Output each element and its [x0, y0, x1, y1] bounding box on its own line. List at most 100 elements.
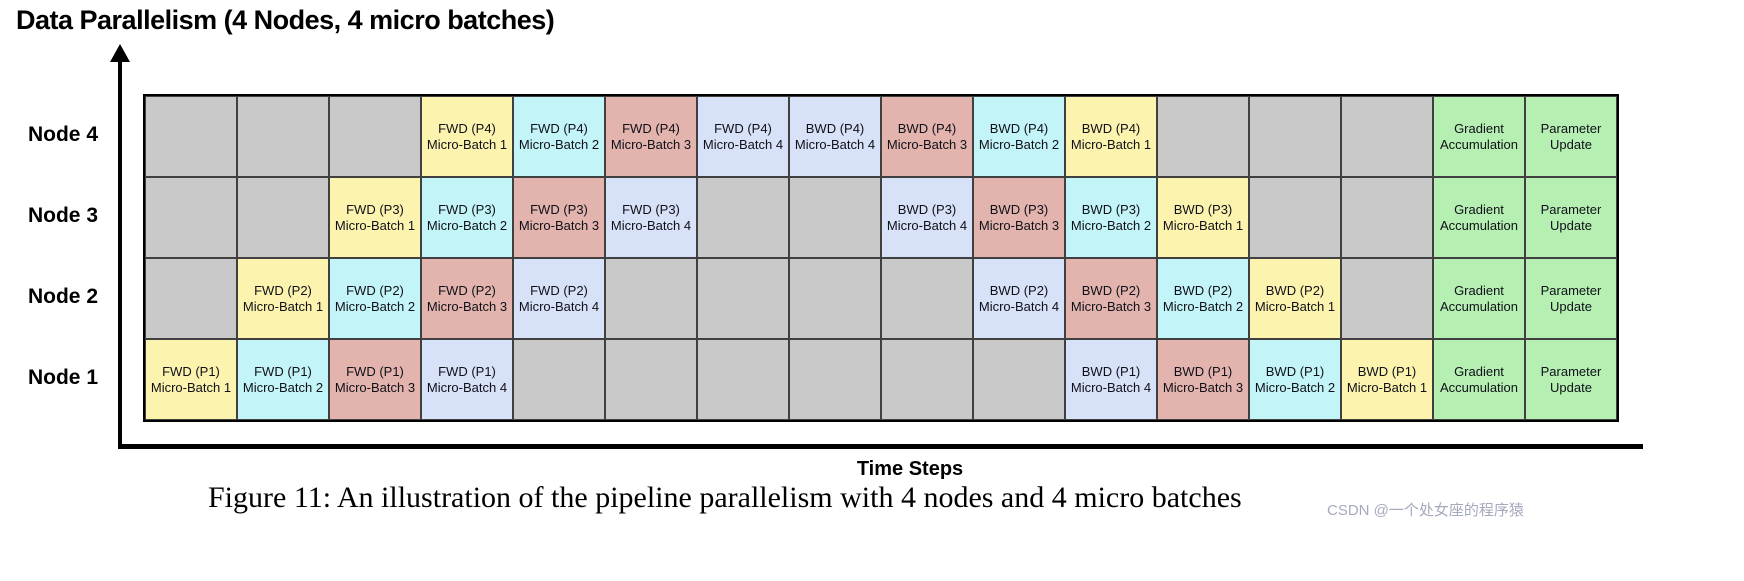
cell-line1: BWD (P4) — [989, 121, 1049, 136]
idle-cell — [145, 177, 237, 258]
cell-line2: Micro-Batch 4 — [886, 217, 968, 233]
idle-cell — [329, 96, 421, 177]
cell-line2: Micro-Batch 4 — [426, 379, 508, 395]
stage-cell: BWD (P4)Micro-Batch 3 — [881, 96, 973, 177]
cell-line1: BWD (P3) — [1173, 202, 1233, 217]
cell-line1: Parameter — [1540, 364, 1602, 379]
idle-cell — [605, 258, 697, 339]
idle-cell — [1249, 177, 1341, 258]
cell-line2: Micro-Batch 2 — [518, 136, 600, 152]
stage-cell: FWD (P1)Micro-Batch 4 — [421, 339, 513, 420]
cell-line1: FWD (P4) — [622, 121, 680, 136]
cell-line2: Micro-Batch 3 — [518, 217, 600, 233]
cell-line1: Gradient — [1454, 121, 1504, 136]
cell-line2: Accumulation — [1439, 379, 1519, 395]
cell-line2: Micro-Batch 1 — [334, 217, 416, 233]
idle-cell — [145, 258, 237, 339]
cell-line1: Gradient — [1454, 283, 1504, 298]
idle-cell — [881, 339, 973, 420]
cell-line2: Update — [1550, 298, 1592, 314]
stage-cell: BWD (P1)Micro-Batch 4 — [1065, 339, 1157, 420]
idle-cell — [605, 339, 697, 420]
cell-line2: Micro-Batch 1 — [150, 379, 232, 395]
cell-line2: Micro-Batch 3 — [334, 379, 416, 395]
cell-line1: BWD (P4) — [897, 121, 957, 136]
cell-line2: Micro-Batch 4 — [610, 217, 692, 233]
cell-line1: BWD (P4) — [1081, 121, 1141, 136]
cell-line2: Micro-Batch 3 — [426, 298, 508, 314]
stage-cell: FWD (P1)Micro-Batch 3 — [329, 339, 421, 420]
idle-cell — [145, 96, 237, 177]
node-label: Node 3 — [27, 203, 98, 227]
cell-line2: Micro-Batch 1 — [242, 298, 324, 314]
cell-line2: Micro-Batch 2 — [242, 379, 324, 395]
cell-line2: Update — [1550, 136, 1592, 152]
cell-line1: BWD (P1) — [1357, 364, 1417, 379]
cell-line1: BWD (P3) — [897, 202, 957, 217]
cell-line2: Micro-Batch 4 — [1070, 379, 1152, 395]
cell-line1: FWD (P3) — [530, 202, 588, 217]
cell-line1: BWD (P4) — [805, 121, 865, 136]
stage-cell: BWD (P2)Micro-Batch 3 — [1065, 258, 1157, 339]
watermark: CSDN @一个处女座的程序猿 — [1327, 502, 1524, 519]
cell-line1: BWD (P1) — [1265, 364, 1325, 379]
x-axis-line — [118, 444, 1643, 449]
stage-cell: FWD (P4)Micro-Batch 2 — [513, 96, 605, 177]
stage-cell: FWD (P4)Micro-Batch 1 — [421, 96, 513, 177]
cell-line1: FWD (P4) — [714, 121, 772, 136]
cell-line1: BWD (P2) — [989, 283, 1049, 298]
x-axis-label: Time Steps — [856, 458, 964, 480]
cell-line1: Parameter — [1540, 121, 1602, 136]
page-title: Data Parallelism (4 Nodes, 4 micro batch… — [16, 5, 555, 35]
stage-cell: BWD (P3)Micro-Batch 3 — [973, 177, 1065, 258]
cell-line1: FWD (P1) — [254, 364, 312, 379]
cell-line2: Micro-Batch 2 — [978, 136, 1060, 152]
stage-cell: BWD (P3)Micro-Batch 4 — [881, 177, 973, 258]
cell-line1: FWD (P4) — [530, 121, 588, 136]
cell-line2: Micro-Batch 1 — [1254, 298, 1336, 314]
cell-line2: Micro-Batch 2 — [426, 217, 508, 233]
stage-cell: FWD (P3)Micro-Batch 2 — [421, 177, 513, 258]
stage-cell: FWD (P1)Micro-Batch 1 — [145, 339, 237, 420]
idle-cell — [237, 96, 329, 177]
cell-line2: Micro-Batch 3 — [1162, 379, 1244, 395]
cell-line2: Micro-Batch 2 — [1254, 379, 1336, 395]
cell-line1: BWD (P1) — [1173, 364, 1233, 379]
cell-line2: Micro-Batch 3 — [610, 136, 692, 152]
stage-cell: BWD (P3)Micro-Batch 2 — [1065, 177, 1157, 258]
cell-line1: BWD (P2) — [1265, 283, 1325, 298]
node-label: Node 2 — [27, 284, 98, 308]
idle-cell — [881, 258, 973, 339]
cell-line2: Micro-Batch 1 — [1070, 136, 1152, 152]
cell-line2: Micro-Batch 2 — [334, 298, 416, 314]
idle-cell — [789, 339, 881, 420]
cell-line1: FWD (P1) — [162, 364, 220, 379]
stage-cell: BWD (P2)Micro-Batch 4 — [973, 258, 1065, 339]
cell-line1: BWD (P2) — [1173, 283, 1233, 298]
idle-cell — [237, 177, 329, 258]
idle-cell — [1341, 96, 1433, 177]
cell-line1: BWD (P3) — [1081, 202, 1141, 217]
cell-line1: BWD (P3) — [989, 202, 1049, 217]
stage-cell: BWD (P4)Micro-Batch 1 — [1065, 96, 1157, 177]
stage-cell: FWD (P4)Micro-Batch 3 — [605, 96, 697, 177]
cell-line1: Gradient — [1454, 202, 1504, 217]
cell-line1: FWD (P2) — [530, 283, 588, 298]
cell-line1: FWD (P3) — [438, 202, 496, 217]
cell-line2: Accumulation — [1439, 217, 1519, 233]
y-axis-line — [118, 60, 122, 448]
cell-line2: Update — [1550, 217, 1592, 233]
cell-line1: Gradient — [1454, 364, 1504, 379]
idle-cell — [697, 339, 789, 420]
cell-line2: Micro-Batch 3 — [978, 217, 1060, 233]
cell-line1: Parameter — [1540, 283, 1602, 298]
stage-cell: FWD (P3)Micro-Batch 4 — [605, 177, 697, 258]
cell-line2: Micro-Batch 1 — [1346, 379, 1428, 395]
